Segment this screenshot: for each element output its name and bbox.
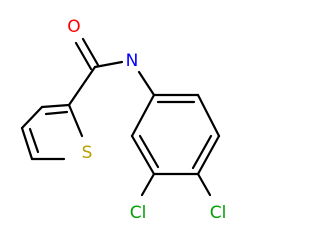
bond-thiophene-c4-c3 [20,105,44,130]
bond-carbonyl-c-thiophene [67,65,97,107]
bond-phenyl-c2-c3 [196,93,221,138]
bond-thiophene-c3-c2-double [44,110,69,116]
bond-c4-cl [196,172,212,197]
bond-carbonyl-c-o-2 [81,37,100,67]
bond-thiophene-c3-c2 [40,103,71,109]
bond-phenyl-c5-c6-double [138,134,160,169]
chlorine-para-label: Cl [210,203,227,223]
bond-phenyl-c5-c6 [130,134,156,176]
molecule-diagram: O N S Cl Cl [20,17,227,223]
bond-carbonyl-c-n [93,60,124,69]
bond-thiophene-c5-c4 [20,126,34,161]
bond-thiophene-c2-s [67,103,84,138]
bond-phenyl-c6-c1 [130,93,156,138]
bond-carbonyl-c-o-1 [74,41,93,71]
bond-c5-cl [140,172,156,197]
oxygen-atom-label: O [67,17,80,37]
bond-n-aryl [137,70,156,97]
bond-phenyl-c3-c4 [196,134,221,176]
bond-thiophene-c5-c4-double [28,127,40,154]
sulfur-atom-label: S [82,143,93,163]
chlorine-meta-label: Cl [130,203,147,223]
bond-phenyl-c3-c4-double [191,134,213,170]
nitrogen-atom-label: N [126,51,139,71]
